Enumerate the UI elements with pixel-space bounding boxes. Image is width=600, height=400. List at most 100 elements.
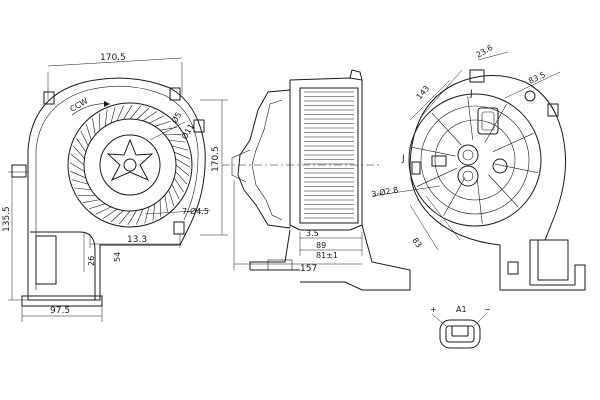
impeller-blade: [71, 179, 89, 185]
impeller-blade: [175, 158, 191, 168]
rear-housing: [409, 74, 586, 291]
dim-54: 54: [113, 252, 122, 262]
impeller-blade: [164, 195, 168, 212]
dim-hole-pattern: 7-Ø4.5: [182, 206, 209, 216]
impeller-blade: [88, 203, 106, 210]
impeller-blade: [136, 209, 144, 225]
mount-tab-right: [193, 119, 205, 133]
impeller-blade: [102, 208, 118, 219]
impeller-blade: [74, 187, 92, 191]
impeller-blade: [104, 109, 108, 127]
connector-body: [439, 319, 481, 349]
dim-base-width: 97.5: [50, 306, 70, 316]
mount-tab-left: [11, 164, 27, 178]
view-marker-right: J: [469, 89, 473, 99]
dim-26: 26: [87, 256, 96, 266]
impeller-blade: [142, 111, 158, 122]
dim-rear-83: 83: [410, 236, 423, 250]
impeller-blade: [171, 183, 180, 200]
rear-spoke: [484, 104, 507, 143]
motor-ribs: [304, 91, 354, 219]
rear-top-tab: [469, 69, 485, 83]
connector-plus: +: [430, 305, 437, 314]
side-housing: [289, 77, 363, 231]
left-clip: [431, 155, 447, 167]
impeller-hub-star: [106, 138, 154, 182]
front-view: 170.5 CCW Ø5 Ø11 7-Ø4.5: [2, 53, 228, 322]
rear-spoke: [412, 146, 456, 157]
dim-height-right: 170.5: [211, 146, 221, 172]
impeller-blade: [168, 139, 186, 143]
dim-rear-holes: 3-Ø2.8: [371, 184, 399, 199]
impeller-blade: [148, 115, 165, 124]
rear-spoke: [416, 168, 457, 187]
rear-spoke: [488, 174, 519, 208]
impeller-blade: [123, 104, 133, 120]
rear-spoke: [493, 133, 534, 152]
dim-height-left: 135.5: [2, 206, 12, 232]
impeller-blade: [152, 203, 156, 221]
impeller-blade: [127, 210, 137, 226]
motor-end-cap: [237, 89, 291, 229]
impeller-blade: [144, 206, 150, 224]
mount-tab-top-left: [43, 91, 55, 105]
impeller-blade: [175, 164, 190, 176]
mount-tab-top-right: [169, 87, 181, 101]
side-view: 3.5 89 81±1 157: [222, 69, 411, 291]
impeller-blade: [160, 127, 177, 131]
connector-minus: −: [484, 305, 491, 314]
impeller-blade: [110, 106, 116, 124]
impeller-blade: [129, 105, 141, 120]
dim-dia-5: Ø5: [169, 110, 183, 125]
impeller-blade: [76, 137, 87, 153]
view-marker-left: J: [401, 154, 405, 164]
dim-rear-23-6: 23.6: [475, 43, 495, 60]
impeller-blade: [116, 105, 124, 121]
impeller-blade: [174, 151, 190, 159]
impeller-blade: [72, 145, 85, 159]
rear-spoke: [476, 179, 483, 224]
impeller-blade: [70, 154, 85, 166]
top-clip: [477, 107, 499, 135]
scroll-housing: [27, 77, 206, 301]
impeller-blade: [92, 118, 96, 135]
rear-view: J J 143 23.6 83.5 3-Ø2.8 83: [371, 43, 586, 291]
impeller-blade: [168, 189, 175, 207]
dim-rear-143: 143: [415, 84, 432, 101]
terminal-right: [492, 158, 508, 174]
rear-spoke: [431, 112, 462, 146]
rear-spoke: [467, 96, 474, 141]
impeller-blade: [173, 177, 184, 193]
impeller-blade: [85, 123, 92, 141]
connector-code: A1: [456, 305, 467, 314]
dim-offset-13: 13.3: [127, 235, 147, 245]
mount-tab-bottom: [173, 221, 185, 235]
impeller-blade: [70, 171, 86, 179]
impeller-blade: [175, 171, 188, 185]
impeller-blade: [119, 210, 131, 225]
dim-side-81: 81±1: [316, 251, 338, 260]
rear-spoke: [494, 163, 538, 174]
impeller-blade: [110, 210, 124, 223]
dim-rear-83-5: 83.5: [527, 70, 547, 86]
connector-socket-bottom: [457, 165, 479, 187]
rear-spokes: [412, 96, 538, 224]
outlet-slot: [35, 235, 57, 285]
impeller-blade: [80, 130, 89, 147]
impeller-blade: [136, 107, 150, 120]
impeller-blade: [83, 199, 100, 203]
connector-detail: + A1 −: [430, 305, 491, 349]
impeller-blade: [171, 145, 189, 151]
rotation-direction-label: CCW: [69, 96, 90, 113]
impeller-blade: [69, 162, 85, 172]
outlet-flange: [21, 295, 103, 307]
connector-socket-top: [457, 144, 479, 166]
rear-mount-hole: [524, 90, 536, 102]
impeller: [69, 104, 191, 226]
impeller-blade: [95, 206, 112, 215]
dim-side-3-5: 3.5: [306, 229, 319, 238]
dim-side-157: 157: [300, 264, 317, 274]
dim-width-top: 170.5: [100, 53, 126, 63]
shaft-hub: [123, 158, 137, 172]
